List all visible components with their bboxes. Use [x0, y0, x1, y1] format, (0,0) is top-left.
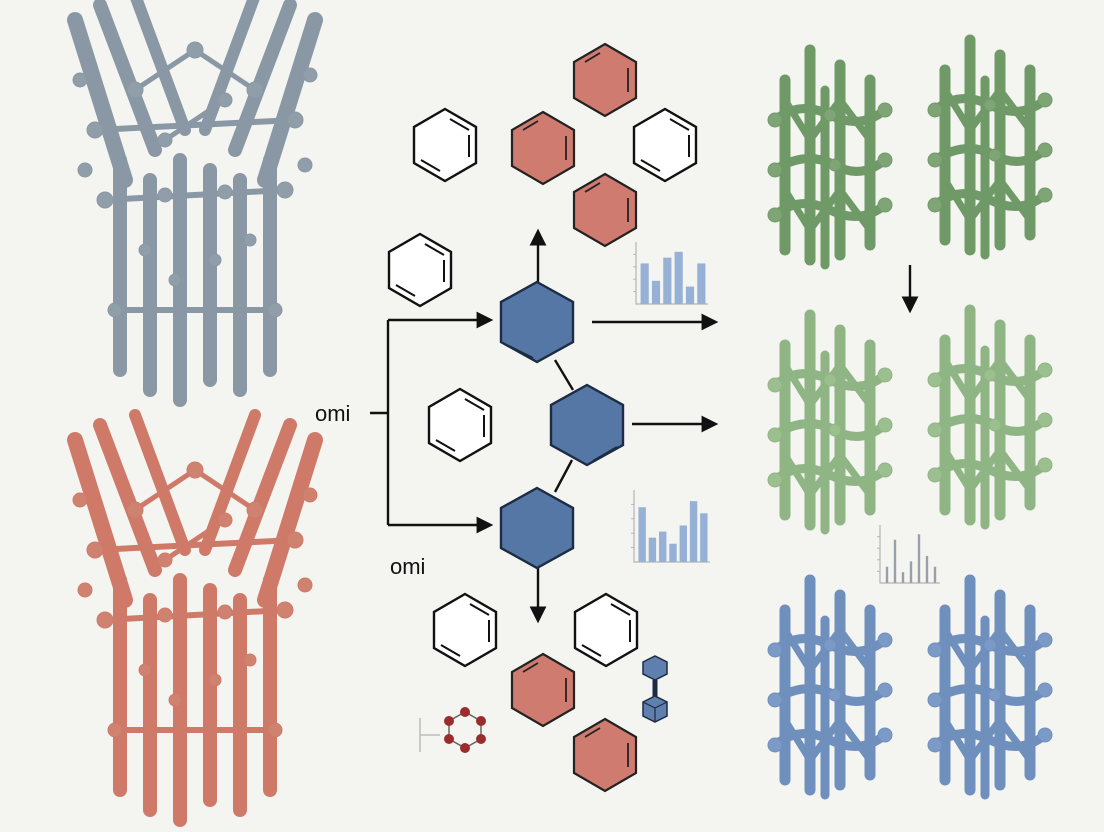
red-ring-icon — [512, 654, 574, 726]
red-ring-icon — [574, 174, 636, 246]
green-framework-pair-middle-icon — [768, 310, 1052, 530]
chart-bar — [894, 540, 896, 583]
gray-molecular-framework-icon — [73, 0, 317, 400]
red-ring-icon — [512, 112, 574, 184]
red-ring-icon — [574, 44, 636, 116]
benzene-ring-icon — [389, 234, 451, 306]
chart-bar — [663, 258, 671, 304]
blue-hexagon-top — [501, 282, 573, 362]
blue-framework-pair-icon — [768, 580, 1052, 795]
chart-bar — [638, 507, 645, 562]
bar-chart-icon — [631, 490, 710, 562]
chart-bar — [886, 567, 888, 583]
benzene-ring-icon — [434, 594, 496, 666]
chart-bar — [669, 544, 676, 562]
bar-chart-icon — [877, 525, 940, 583]
benzene-ring-icon — [414, 109, 476, 181]
chart-bar — [926, 556, 928, 583]
chart-bar — [910, 561, 912, 583]
red-molecular-framework-icon — [73, 415, 317, 820]
blue-hexagon-middle — [551, 385, 623, 465]
bar-chart-icon — [633, 242, 708, 304]
dumbbell-cube-icon — [643, 656, 667, 722]
benzene-ring-icon — [575, 594, 637, 666]
green-framework-pair-top-icon — [768, 40, 1052, 265]
benzene-ring-icon — [634, 109, 696, 181]
chart-bar — [700, 513, 707, 562]
chart-bar — [697, 263, 705, 304]
chart-bar — [652, 281, 660, 304]
blue-hexagon-bottom — [501, 488, 573, 568]
chart-bar — [686, 287, 694, 304]
chart-bar — [902, 572, 904, 583]
chart-bar — [690, 501, 697, 562]
red-ring-icon — [574, 719, 636, 791]
benzene-ring-icon — [429, 389, 491, 461]
chart-bar — [649, 538, 656, 562]
chart-bar — [675, 252, 683, 304]
upper-input-label: omi — [315, 401, 350, 426]
lower-input-label: omi — [390, 554, 425, 579]
chart-bar — [680, 525, 687, 562]
red-atom-ring-icon — [420, 707, 486, 753]
chart-bar — [918, 534, 920, 583]
chart-bar — [641, 263, 649, 304]
chart-bar — [659, 532, 666, 562]
chart-bar — [934, 567, 936, 583]
